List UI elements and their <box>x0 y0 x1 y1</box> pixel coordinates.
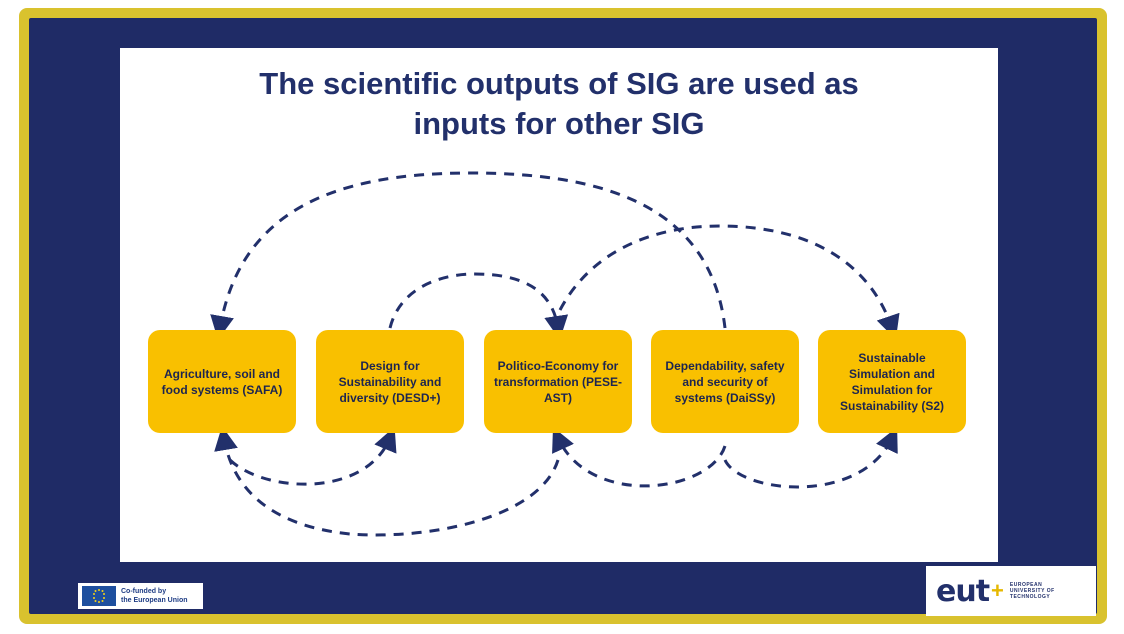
sig-box-desd: Design for Sustainability and diversity … <box>316 330 464 433</box>
arrow-pese-to-safa-bottom <box>214 426 560 537</box>
eu-text-line-2: the European Union <box>121 597 188 604</box>
eu-cofunded-text: Co-funded by the European Union <box>121 587 188 605</box>
arrow-daissy-to-s2-bottom <box>723 427 898 489</box>
eu-text-line-1: Co-funded by <box>121 588 167 595</box>
sig-box-label: Politico-Economy for transformation (PES… <box>493 358 622 405</box>
eu-cofunded-badge: Co-funded by the European Union <box>78 583 203 609</box>
eut-sub-line-2: UNIVERSITY OF <box>1009 588 1055 594</box>
sig-box-label: Sustainable Simulation and Simulation fo… <box>839 350 945 413</box>
arrow-pese-to-s2-top <box>558 224 900 340</box>
arrow-daissy-to-pese-bottom <box>552 427 727 488</box>
sig-box-label: Agriculture, soil and food systems (SAFA… <box>161 366 283 397</box>
connection-arrows <box>210 171 900 537</box>
title-line-1: The scientific outputs of SIG are used a… <box>259 66 859 101</box>
arrow-daissy-to-safa-top <box>210 171 727 340</box>
eut-sub-line-3: TECHNOLOGY <box>1009 594 1051 600</box>
eut-logo: eut + EUROPEAN UNIVERSITY OF TECHNOLOGY <box>926 566 1096 616</box>
sig-box-label: Design for Sustainability and diversity … <box>338 358 442 405</box>
eu-flag-icon <box>82 586 116 606</box>
title-line-2: inputs for other SIG <box>413 106 705 141</box>
eut-logo-mark: eut <box>936 573 990 609</box>
sig-box-safa: Agriculture, soil and food systems (SAFA… <box>148 330 296 433</box>
sig-box-label: Dependability, safety and security of sy… <box>665 358 785 405</box>
arrow-safa-to-desd-bottom <box>228 426 397 486</box>
slide-canvas: The scientific outputs of SIG are used a… <box>120 48 998 562</box>
sig-box-pese: Politico-Economy for transformation (PES… <box>484 330 632 433</box>
eut-sub-line-1: EUROPEAN <box>1009 582 1043 588</box>
slide-title: The scientific outputs of SIG are used a… <box>120 64 998 144</box>
sig-box-daissy: Dependability, safety and security of sy… <box>651 330 799 433</box>
arrow-desd-to-pese-top <box>388 272 569 340</box>
eut-logo-subtitle: EUROPEAN UNIVERSITY OF TECHNOLOGY <box>1010 582 1055 600</box>
eut-logo-plus: + <box>991 578 1004 603</box>
sig-box-s2: Sustainable Simulation and Simulation fo… <box>818 330 966 433</box>
